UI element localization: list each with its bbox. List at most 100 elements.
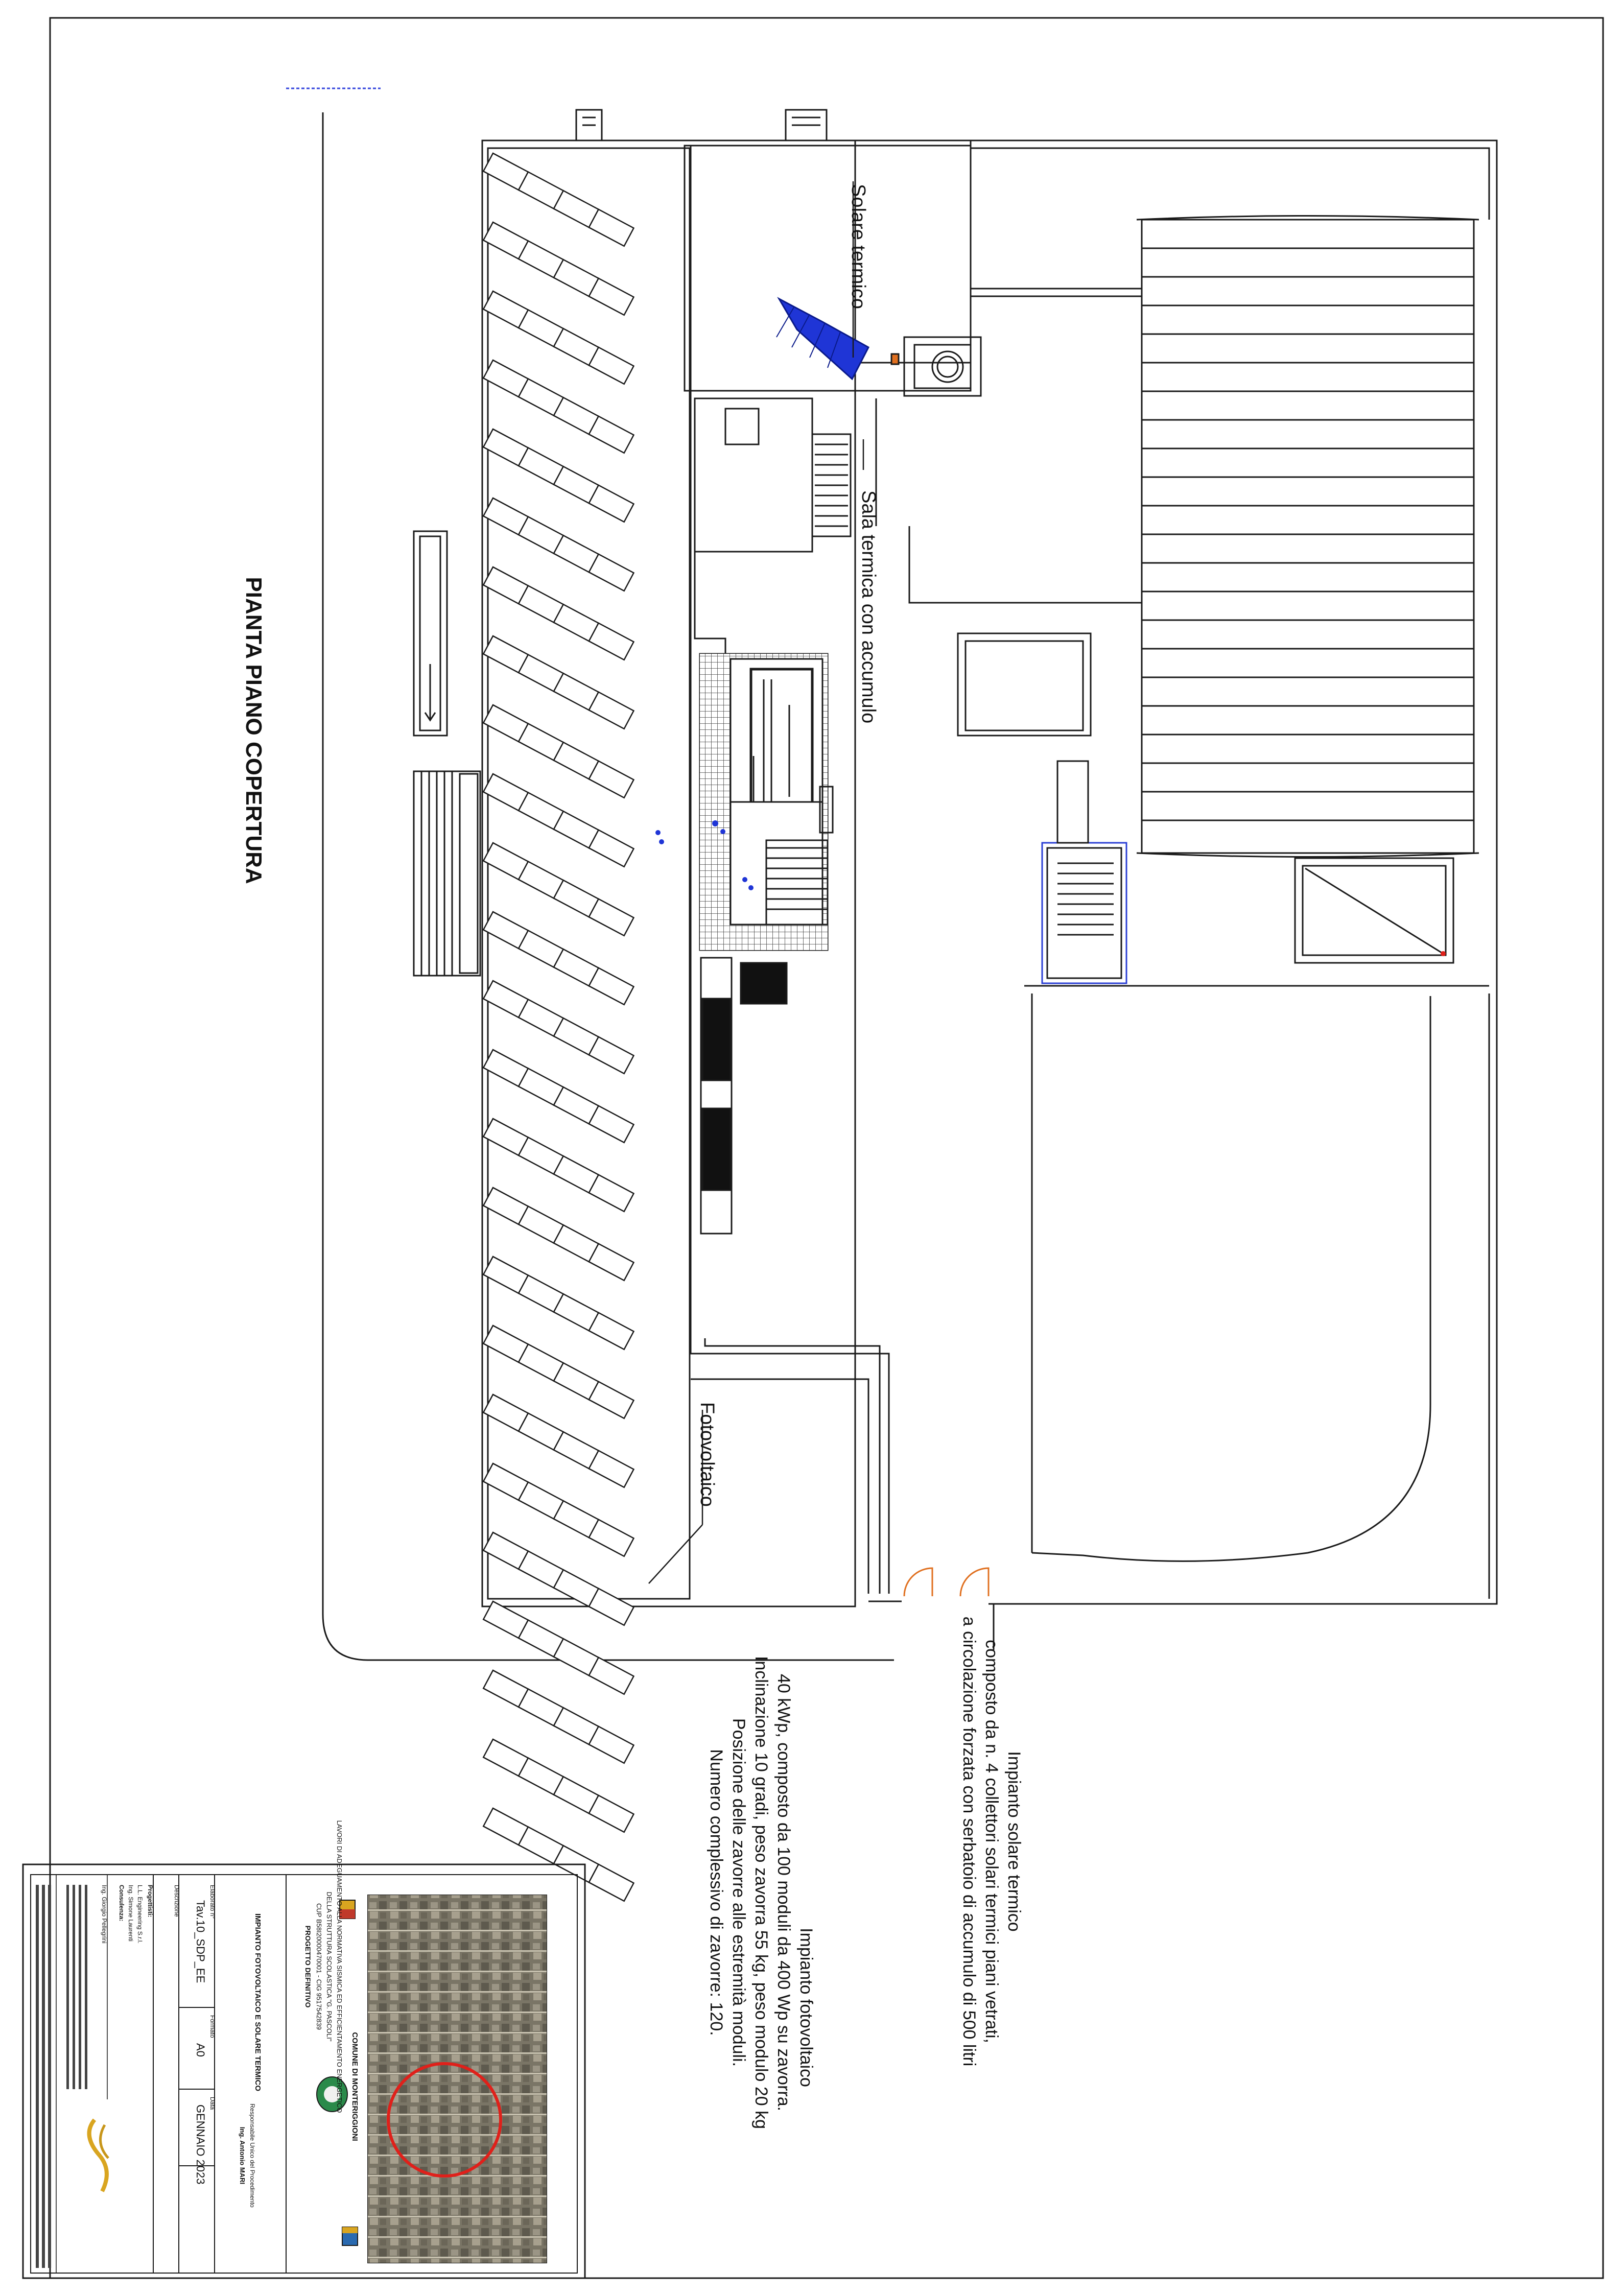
pv-module: [588, 829, 635, 868]
emblem-logo: [316, 2076, 348, 2112]
site-boundary: [322, 112, 894, 1661]
pv-module: [588, 1381, 635, 1419]
pv-row: [482, 1531, 635, 1626]
pv-row: [482, 290, 635, 385]
solar-thermal-note: Impianto solare termico composto da n. 4…: [959, 1617, 1024, 2067]
pv-row: [482, 1187, 635, 1282]
courtyard-walls: [908, 139, 1498, 1605]
pv-module: [588, 1519, 635, 1557]
central-core: [694, 397, 852, 951]
pv-row: [482, 842, 635, 937]
rup-name: Ing. Antonio MARI: [239, 2127, 246, 2184]
consultant-name: Ing. Giorgio Pellegrini: [101, 1885, 108, 1944]
pv-module: [588, 898, 635, 937]
rup-label: Responsabile Unico del Procedimento: [249, 2103, 256, 2208]
pv-module: [588, 484, 635, 523]
works-line-3: CUP B58I20000470001 - CIG 9517542839: [315, 1903, 323, 2030]
pv-module: [588, 1725, 635, 1764]
pv-module: [588, 208, 635, 247]
svg-text:Numero complessivo di zavorre:: Numero complessivo di zavorre: 120.: [707, 1749, 726, 2036]
region-logo: [342, 2227, 358, 2246]
pv-module: [588, 277, 635, 316]
photovoltaic-note: Impianto fotovoltaico 40 kWp, composto d…: [707, 1656, 816, 2129]
storage-tank: [875, 336, 982, 526]
fine-print: [36, 1885, 87, 2268]
black-panels: [700, 957, 788, 1235]
pv-module: [588, 691, 635, 730]
works-line-1: LAVORI DI ADEGUAMENTO ALLA NORMATIVA SIS…: [336, 1820, 343, 2113]
works-line-2: DELLA STRUTTURA SCOLASTICA "G. PASCOLI": [325, 1892, 333, 2042]
pv-row: [482, 221, 635, 316]
corrugated-roof-ribs: [1142, 247, 1474, 821]
blue-markers: [655, 820, 754, 890]
scale-label: Formato: [209, 2015, 216, 2038]
designers-label: Progettisti:: [147, 1885, 154, 1917]
pv-module: [588, 1174, 635, 1213]
pv-module: [588, 1794, 635, 1833]
lower-walls: [690, 1338, 902, 1602]
pv-row: [482, 1256, 635, 1351]
svg-text:Inclinazione 10 gradi, peso za: Inclinazione 10 gradi, peso zavorra 55 k…: [751, 1656, 771, 2129]
scale-value: A0: [194, 2043, 207, 2057]
drawing-no-label: Elaborato n°: [209, 1885, 216, 1919]
pv-row: [482, 1118, 635, 1213]
photovoltaic-label: Fotovoltaico: [696, 1402, 718, 1507]
pv-module: [588, 1105, 635, 1144]
leader-lines: [648, 181, 864, 1584]
pv-module: [588, 1450, 635, 1488]
pv-module: [588, 622, 635, 661]
thermal-room-label: Sala termica con accumulo: [858, 490, 879, 723]
pv-row: [482, 1393, 635, 1488]
pv-module: [588, 1243, 635, 1282]
pv-row: [482, 704, 635, 799]
consultant-label: Consulenza:: [118, 1885, 125, 1921]
pv-module: [588, 346, 635, 385]
svg-text:Impianto solare termico: Impianto solare termico: [1004, 1751, 1024, 1931]
date-value: GENNAIO 2023: [194, 2104, 207, 2185]
main-building: [481, 139, 972, 1607]
designer-1: L.L. Engineering S.r.l.: [136, 1885, 144, 1944]
pv-row: [482, 635, 635, 730]
photovoltaic-array: [482, 152, 635, 1902]
svg-text:Posizione delle zavorre alle e: Posizione delle zavorre alle estremità m…: [729, 1718, 748, 2067]
designer-2: Ing. Simone Laurenti: [127, 1885, 134, 1942]
pv-row: [482, 1669, 635, 1764]
title-block: COMUNE DI MONTERIGGIONI LAVORI DI ADEGUA…: [22, 1820, 586, 2279]
municipality-name: COMUNE DI MONTERIGGIONI: [350, 2032, 359, 2141]
pv-module: [588, 1863, 635, 1902]
svg-text:a circolazione forzata con ser: a circolazione forzata con serbatoio di …: [959, 1617, 979, 2067]
municipal-logo: [339, 1900, 356, 1919]
date-label: Data: [209, 2097, 216, 2110]
pv-row: [482, 1049, 635, 1144]
pv-row: [482, 497, 635, 592]
svg-text:Impianto fotovoltaico: Impianto fotovoltaico: [796, 1928, 816, 2087]
pv-module: [588, 967, 635, 1006]
entrance-doors: [903, 1567, 990, 1597]
solar-thermal-collectors: [776, 297, 870, 381]
pv-module: [588, 1036, 635, 1075]
pv-row: [482, 359, 635, 454]
location-circle: [387, 2062, 502, 2178]
pv-row: [482, 1600, 635, 1695]
entrance-canopy: [413, 530, 481, 977]
drawing-no: Tav.10_SDP_EE: [194, 1900, 207, 1983]
pv-row: [482, 1324, 635, 1419]
solar-thermal-label: Solare termico: [848, 184, 869, 309]
pv-row: [482, 773, 635, 868]
pv-row: [482, 980, 635, 1075]
right-building: [1136, 215, 1479, 858]
roof-vents: [575, 109, 828, 141]
pv-row: [482, 566, 635, 661]
pv-row: [482, 1462, 635, 1557]
pv-module: [588, 760, 635, 799]
svg-text:composto da n. 4 collettori so: composto da n. 4 collettori solari termi…: [982, 1640, 1001, 2043]
plan-title: PIANTA PIANO COPERTURA: [241, 577, 266, 884]
pv-module: [588, 415, 635, 454]
pv-row: [482, 911, 635, 1006]
description-label: Descrizione: [173, 1885, 180, 1917]
pv-module: [588, 1588, 635, 1626]
pv-row: [482, 428, 635, 523]
pv-module: [588, 553, 635, 592]
project-phase: PROGETTO DEFINITIVO: [304, 1926, 312, 2008]
